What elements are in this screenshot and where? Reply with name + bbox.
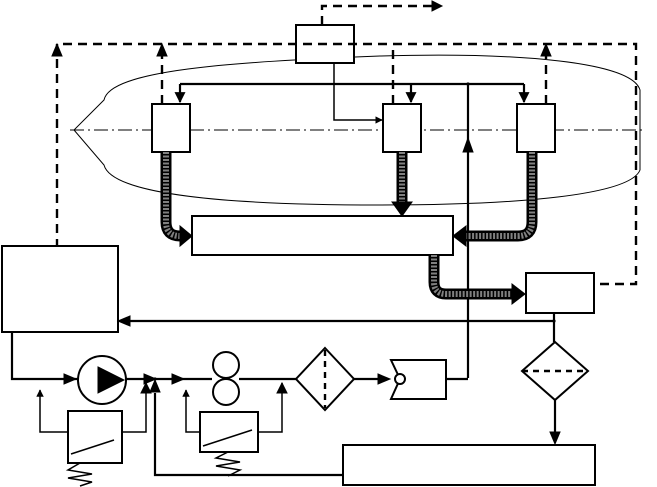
riser-arrowhead — [462, 136, 474, 153]
main-feed-line — [10, 332, 78, 381]
dashed-tap-right-arrowhead — [540, 42, 552, 57]
regulator-left-outlet — [122, 383, 147, 433]
flowmeter-top-circle[interactable] — [212, 351, 240, 379]
right-unit-box[interactable] — [525, 272, 595, 314]
dashed-control-loop — [55, 42, 638, 286]
top-output-dashed-line — [320, 4, 432, 25]
dashed-loop-arrowhead-left — [51, 42, 63, 57]
pipe-right-arrowhead — [452, 224, 467, 248]
bottom-return-arrowhead — [149, 378, 161, 393]
pipe-outlet-inner — [431, 255, 512, 297]
regulator-right-outlet-head — [276, 381, 288, 394]
bottom-tank-return-line — [153, 393, 343, 477]
pipe-right-outer — [466, 152, 538, 242]
feed-arrowhead-3 — [171, 373, 186, 385]
sensor-middle-box[interactable] — [382, 103, 422, 153]
filter-symbol[interactable] — [294, 346, 356, 412]
return-arrowhead — [116, 315, 131, 327]
left-tank-box[interactable] — [1, 245, 119, 333]
return-line — [120, 313, 556, 323]
hull-outline — [73, 54, 641, 206]
regulator-right-outlet — [258, 383, 283, 433]
regulator-left-box[interactable] — [67, 410, 123, 464]
pipe-middle-arrowhead — [391, 201, 413, 217]
pump-triangle — [97, 366, 126, 394]
bottom-tank-box[interactable] — [342, 444, 596, 486]
dashed-tap-left-arrowhead — [156, 42, 168, 57]
pipe-left-arrowhead — [179, 224, 193, 248]
regulator-right-spring — [213, 451, 243, 477]
separator-down-arrowhead — [549, 431, 561, 446]
feed-arrowhead-4 — [377, 373, 392, 385]
regulator-right-box[interactable] — [199, 411, 259, 453]
check-valve-ball — [394, 373, 406, 385]
regulator-left-slash — [70, 439, 115, 455]
junction-dot-3 — [153, 377, 157, 381]
junction-dot-1 — [466, 82, 470, 86]
pipe-outlet-outer — [428, 255, 512, 300]
pipe-outlet-arrowhead — [511, 282, 526, 306]
feed-arrowhead-2 — [143, 373, 158, 385]
flowmeter-bottom-circle[interactable] — [212, 378, 240, 406]
top-to-middle-sensor-line — [333, 63, 383, 124]
regulator-right-inlet — [182, 389, 200, 433]
regulator-left-inlet — [36, 389, 68, 433]
regulator-left-outlet-head — [140, 381, 152, 394]
top-output-arrowhead — [431, 0, 444, 12]
pipe-right-inner — [466, 152, 535, 239]
regulator-right-slash — [202, 429, 253, 447]
feed-arrowhead-1 — [63, 373, 78, 385]
sensor-left-box[interactable] — [151, 103, 191, 153]
manifold-box[interactable] — [191, 215, 454, 256]
sensor-right-box[interactable] — [516, 103, 556, 153]
junction-dot-2 — [552, 319, 556, 323]
regulator-left-spring — [65, 462, 93, 487]
